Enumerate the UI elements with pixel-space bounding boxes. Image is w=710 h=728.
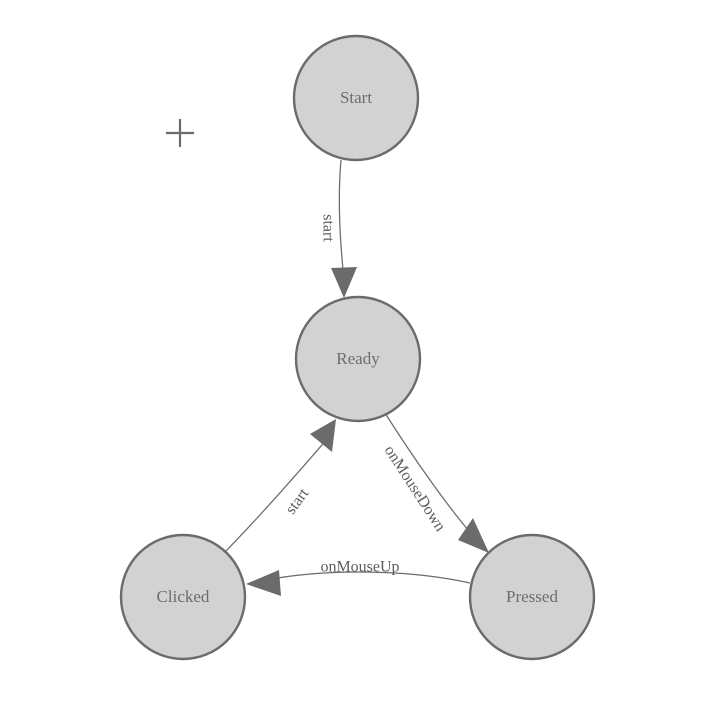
node-clicked-label: Clicked	[157, 587, 210, 606]
edge-pressed-to-clicked[interactable]: onMouseUp	[246, 559, 471, 596]
edge-clicked-to-ready-path	[223, 437, 329, 554]
node-ready-circle	[294, 295, 422, 423]
edge-label-on-mouse-up: onMouseUp	[320, 559, 399, 576]
node-ready[interactable]: Ready	[294, 295, 422, 423]
edge-label-start-top: start	[319, 214, 336, 242]
node-pressed-circle	[468, 533, 596, 661]
edge-start-to-ready[interactable]: start	[319, 159, 357, 298]
edge-start-to-ready-path	[338, 159, 345, 281]
node-clicked[interactable]: Clicked	[119, 533, 247, 661]
edge-start-to-ready-arrowhead	[331, 267, 357, 298]
edge-clicked-to-ready[interactable]: start	[223, 419, 336, 554]
edge-ready-to-pressed[interactable]: onMouseDown	[381, 412, 489, 553]
edge-clicked-to-ready-arrowhead	[310, 419, 336, 452]
node-pressed[interactable]: Pressed	[468, 533, 596, 661]
edge-label-on-mouse-down: onMouseDown	[381, 443, 449, 535]
node-pressed-label: Pressed	[506, 587, 558, 606]
edge-pressed-to-clicked-path	[265, 571, 471, 584]
node-clicked-circle	[119, 533, 247, 661]
edge-pressed-to-clicked-arrowhead	[246, 570, 281, 596]
node-start[interactable]: Start	[292, 34, 420, 162]
node-ready-label: Ready	[336, 349, 380, 368]
plus-crosshair-icon[interactable]	[166, 119, 194, 147]
edge-ready-to-pressed-arrowhead	[458, 518, 489, 553]
edge-label-start-bottom: start	[282, 485, 312, 518]
node-start-circle	[292, 34, 420, 162]
node-start-label: Start	[340, 88, 372, 107]
